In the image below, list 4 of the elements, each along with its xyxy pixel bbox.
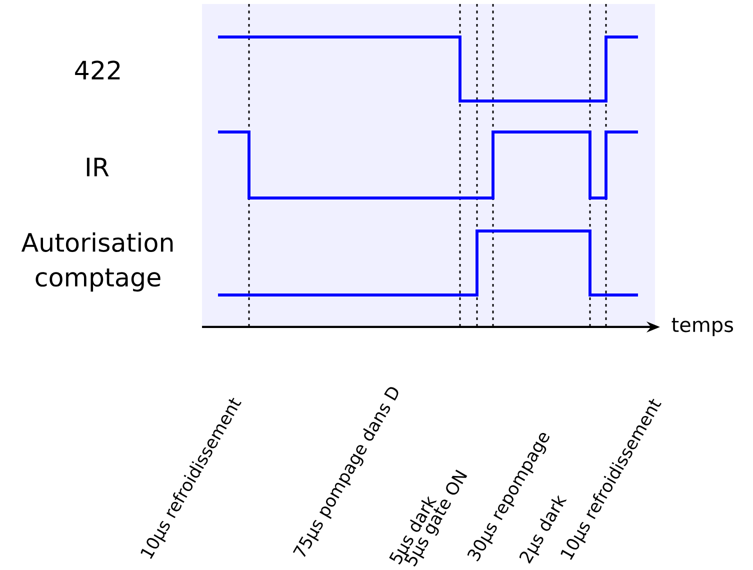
signal-label: Autorisation comptage xyxy=(21,232,173,292)
signal-label: 422 xyxy=(75,60,120,80)
signal-label: IR xyxy=(86,158,109,176)
axis-label: temps xyxy=(672,318,734,336)
